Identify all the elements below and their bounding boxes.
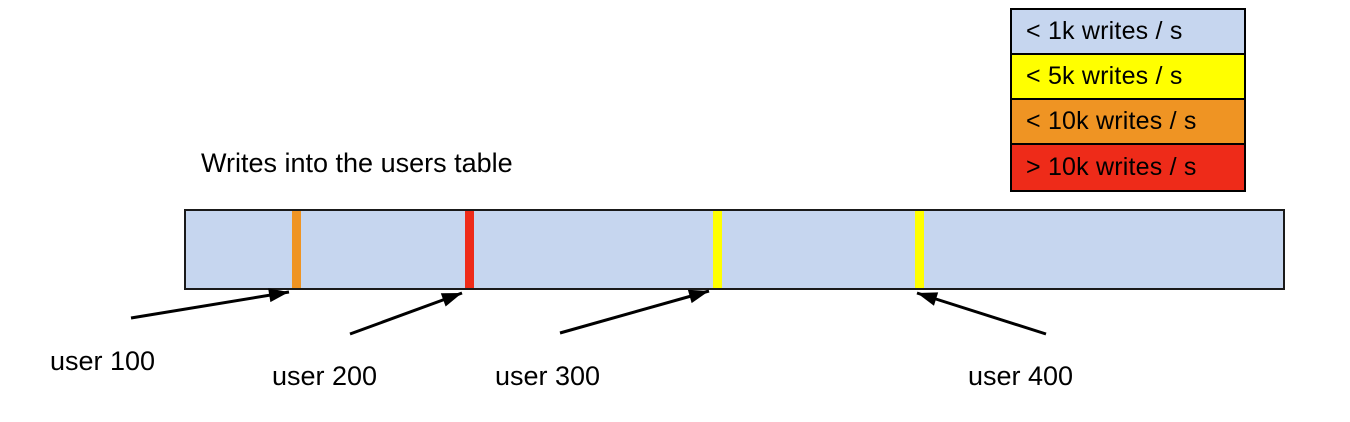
legend-row-1: < 5k writes / s [1012,55,1244,100]
legend-label: < 5k writes / s [1026,62,1183,90]
shard-marker-user-100 [292,211,301,288]
legend-row-3: > 10k writes / s [1012,145,1244,190]
chart-caption: Writes into the users table [201,148,513,178]
shard-marker-user-300 [713,211,722,288]
pointer-arrow-0 [130,288,290,320]
legend-row-2: < 10k writes / s [1012,100,1244,145]
legend-label: > 10k writes / s [1026,153,1197,181]
pointer-label-1: user 200 [272,361,378,391]
legend-label: < 10k writes / s [1026,107,1197,135]
pointer-arrow-3 [916,291,1047,336]
users-table-bar [184,209,1285,290]
pointer-label-0: user 100 [50,346,156,376]
write-rate-legend: < 1k writes / s < 5k writes / s < 10k writ… [1010,8,1246,192]
pointer-label-3: user 400 [968,361,1074,391]
legend-row-0: < 1k writes / s [1012,10,1244,55]
pointer-arrow-2 [559,289,710,335]
legend-label: < 1k writes / s [1026,17,1183,45]
shard-marker-user-400 [915,211,924,288]
shard-marker-user-200 [465,211,474,288]
pointer-arrow-1 [349,291,463,336]
pointer-label-2: user 300 [495,361,601,391]
